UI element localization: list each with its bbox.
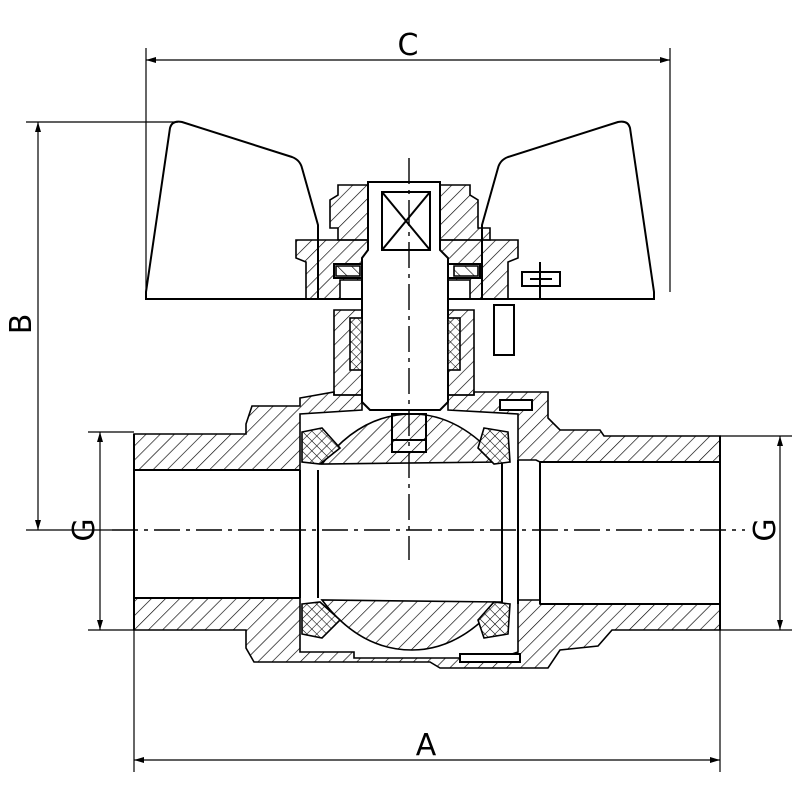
bore-lines [133, 434, 721, 630]
dimension-b-label: B [4, 314, 39, 335]
valve-body-lower [133, 597, 721, 669]
center-lines [112, 158, 745, 560]
butterfly-handle [145, 120, 655, 300]
valve-ball [320, 413, 502, 651]
dimension-g-right-label: G [748, 518, 783, 541]
dimension-a: A [133, 630, 721, 772]
dimension-a-label: A [416, 728, 437, 763]
seat-rings [301, 427, 511, 639]
dimension-g-left: G [67, 431, 134, 631]
valve-stem [361, 181, 449, 453]
dimension-g-right: G [720, 435, 792, 631]
dimension-c-label: C [398, 28, 419, 63]
dimension-g-left-label: G [67, 518, 102, 541]
dimension-b: B [4, 121, 178, 531]
dimension-c: C [145, 28, 671, 292]
